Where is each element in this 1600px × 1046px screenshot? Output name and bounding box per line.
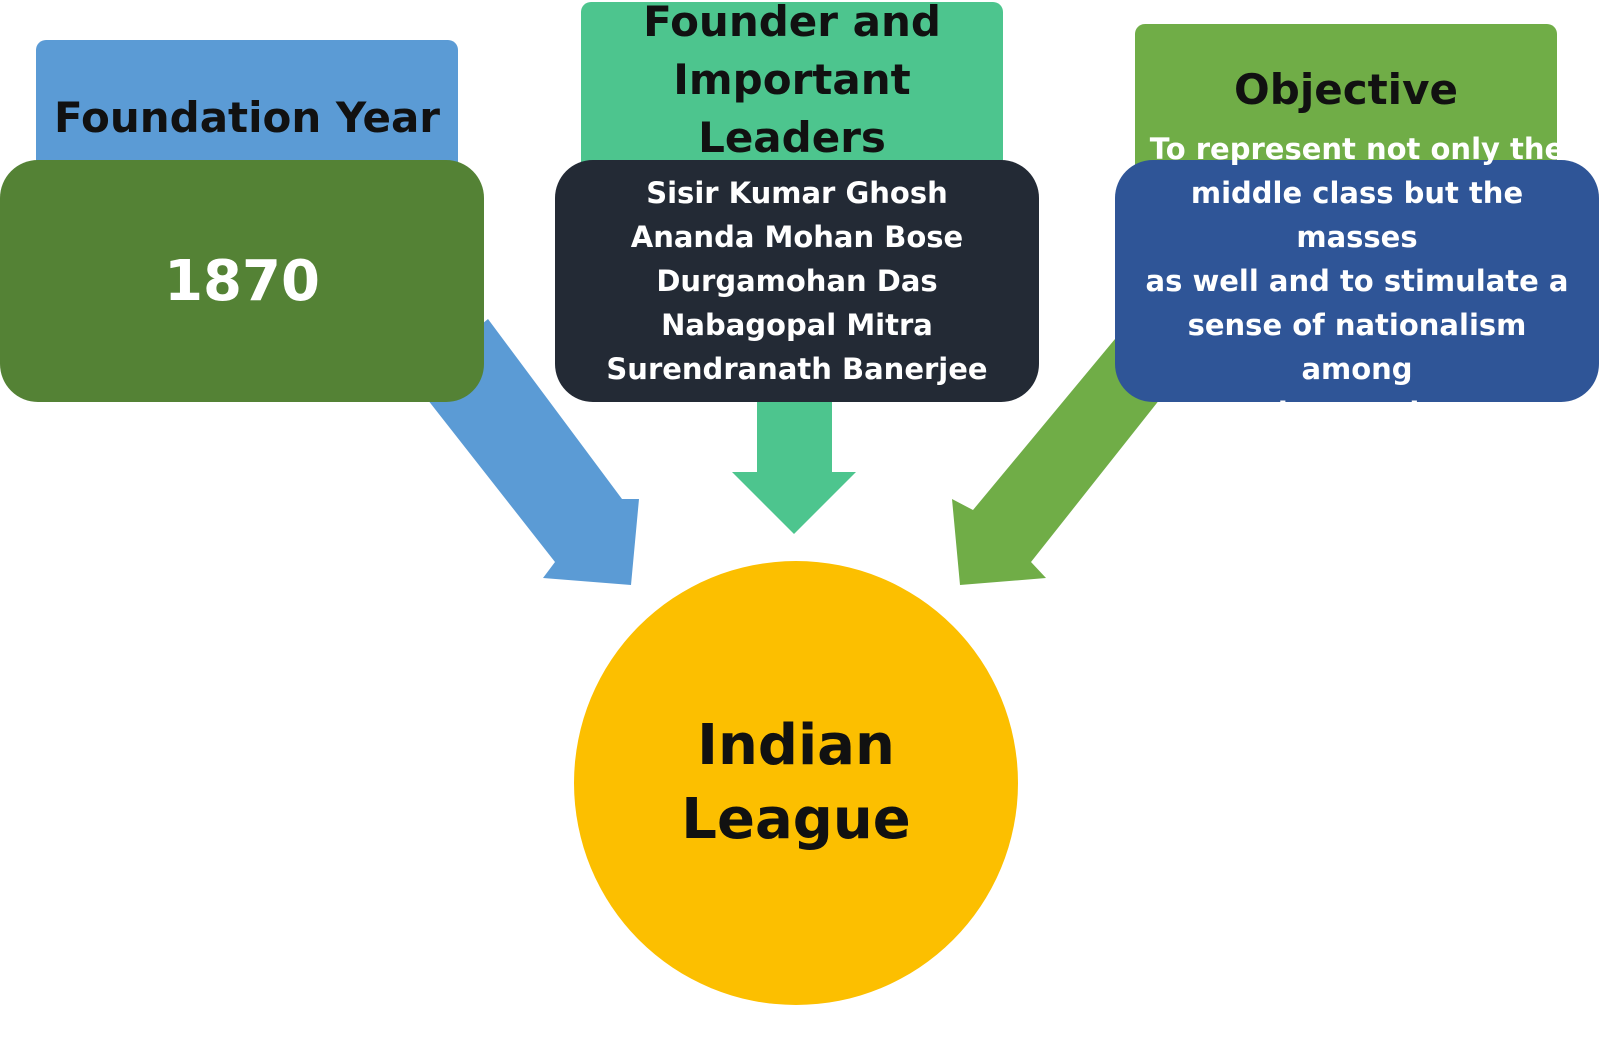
objective-box: To represent not only the middle class b… [1115, 132, 1599, 430]
leaders-box: Sisir Kumar Ghosh Ananda Mohan Bose Durg… [555, 160, 1039, 402]
foundation-year-box: 1870 [0, 160, 484, 402]
objective-header: Objective [1135, 24, 1557, 172]
leaders-header-line: Founder and [643, 0, 941, 46]
leader-name: Surendranath Banerjee [606, 352, 988, 386]
leader-name: Durgamohan Das [656, 264, 938, 298]
right-arrow [952, 339, 1164, 585]
objective-header-text: Objective [1234, 64, 1458, 114]
foundation-year-value: 1870 [164, 248, 320, 314]
objective-line: sense of nationalism among [1187, 308, 1527, 386]
objective-line: To represent not only the [1149, 132, 1565, 166]
objective-line: as well and to stimulate a [1145, 264, 1569, 298]
center-title-line: Indian [697, 713, 895, 778]
foundation-year-header-text: Foundation Year [54, 92, 440, 142]
leaders-header-line: Important Leaders [673, 55, 911, 162]
foundation-year-header: Foundation Year [36, 40, 458, 172]
leader-name: Nabagopal Mitra [661, 308, 933, 342]
indian-league-circle: Indian League [574, 561, 1018, 1005]
leader-name: Sisir Kumar Ghosh [646, 176, 948, 210]
objective-line: the people. [1263, 396, 1450, 430]
leaders-header: Founder and Important Leaders [581, 0, 1003, 172]
objective-line: middle class but the masses [1190, 176, 1524, 254]
leader-name: Ananda Mohan Bose [630, 220, 964, 254]
center-title-line: League [681, 787, 911, 852]
middle-arrow [732, 395, 856, 534]
